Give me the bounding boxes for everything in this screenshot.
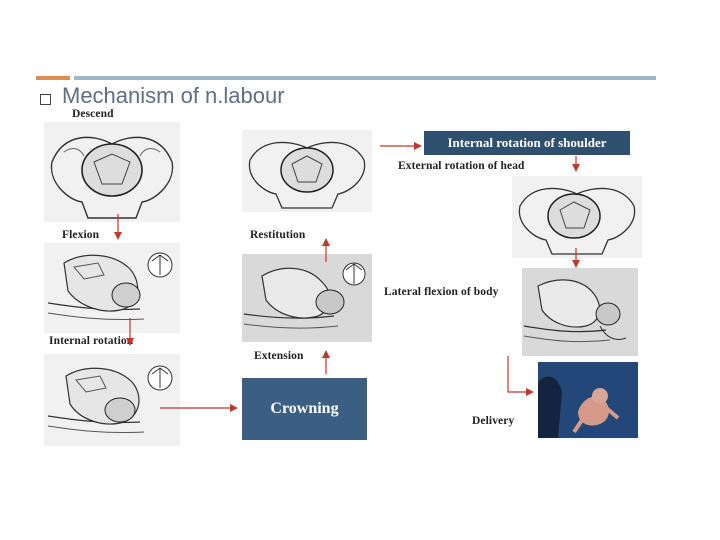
label-restitution: Restitution [250, 229, 306, 241]
flexion-image [44, 243, 180, 333]
external-rotation-pelvis-image [512, 176, 642, 258]
pelvis-descend-image [44, 122, 180, 222]
delivery-photo [538, 362, 638, 438]
label-lateral-flexion: Lateral flexion of body [384, 286, 499, 298]
internal-rotation-shoulder-box: Internal rotation of shoulder [424, 131, 630, 155]
internal-rotation-image [44, 354, 180, 446]
bullet-icon [40, 94, 51, 105]
crowning-label: Crowning [270, 400, 339, 417]
title-accent-orange [36, 76, 70, 80]
slide-title: Mechanism of n.labour [62, 83, 285, 108]
label-delivery: Delivery [472, 415, 515, 427]
internal-rotation-shoulder-label: Internal rotation of shoulder [447, 135, 607, 150]
crowning-box: Crowning [242, 378, 367, 440]
label-descend: Descend [72, 108, 114, 120]
label-external-rotation-head: External rotation of head [398, 160, 525, 172]
extension-image [242, 254, 372, 342]
title-accent-blue [74, 76, 656, 80]
label-extension: Extension [254, 350, 304, 362]
arrow-to-delivery [507, 356, 534, 396]
restitution-pelvis-image [242, 130, 372, 212]
label-internal-rotation: Internal rotation [49, 335, 134, 347]
label-flexion: Flexion [62, 229, 100, 241]
lateral-flexion-image [522, 268, 638, 356]
